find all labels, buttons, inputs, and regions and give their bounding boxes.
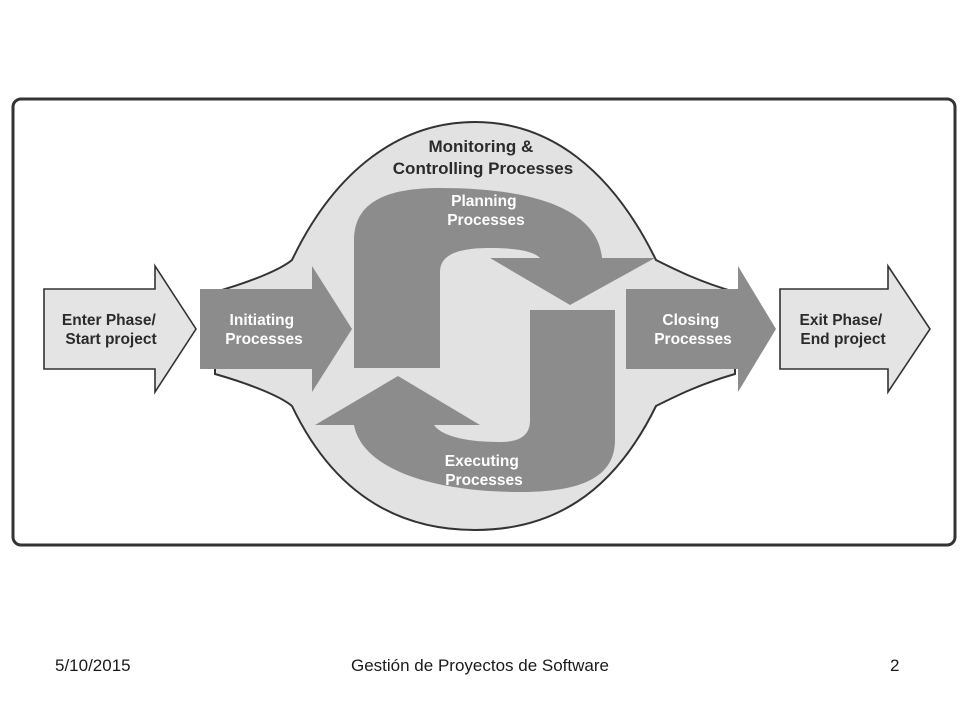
closing-arrow [626,266,776,392]
planning-arrow [354,188,655,368]
initiating-label-line2: Processes [225,331,303,348]
footer-date: 5/10/2015 [55,656,131,675]
exit-phase-arrow [779,263,931,395]
initiating-label: Initiating Processes [225,312,303,348]
enter-phase-label-line1: Enter Phase/ [62,312,157,329]
enter-phase-arrow [43,263,197,395]
executing-arrow [315,310,615,492]
closing-label: Closing Processes [654,312,732,348]
closing-label-line1: Closing [662,312,719,329]
executing-label-line1: Executing [445,453,519,470]
footer-page-number: 2 [890,656,900,675]
executing-label: Executing Processes [445,453,523,489]
executing-label-line2: Processes [445,472,523,489]
planning-label: Planning Processes [447,193,525,229]
exit-phase-label-line2: End project [800,331,885,348]
closing-label-line2: Processes [654,331,732,348]
enter-phase-label-line2: Start project [65,331,156,348]
exit-phase-label-line1: Exit Phase/ [799,312,882,329]
exit-phase-label: Exit Phase/ End project [799,312,886,348]
footer-title: Gestión de Proyectos de Software [351,656,609,675]
enter-phase-label: Enter Phase/ Start project [62,312,160,348]
initiating-label-line1: Initiating [230,312,295,329]
planning-label-line2: Processes [447,212,525,229]
monitoring-label-line1: Monitoring & [428,137,533,156]
monitoring-label: Monitoring & Controlling Processes [393,137,573,178]
planning-label-line1: Planning [451,193,516,210]
monitoring-label-line2: Controlling Processes [393,159,573,178]
initiating-arrow [200,266,352,392]
